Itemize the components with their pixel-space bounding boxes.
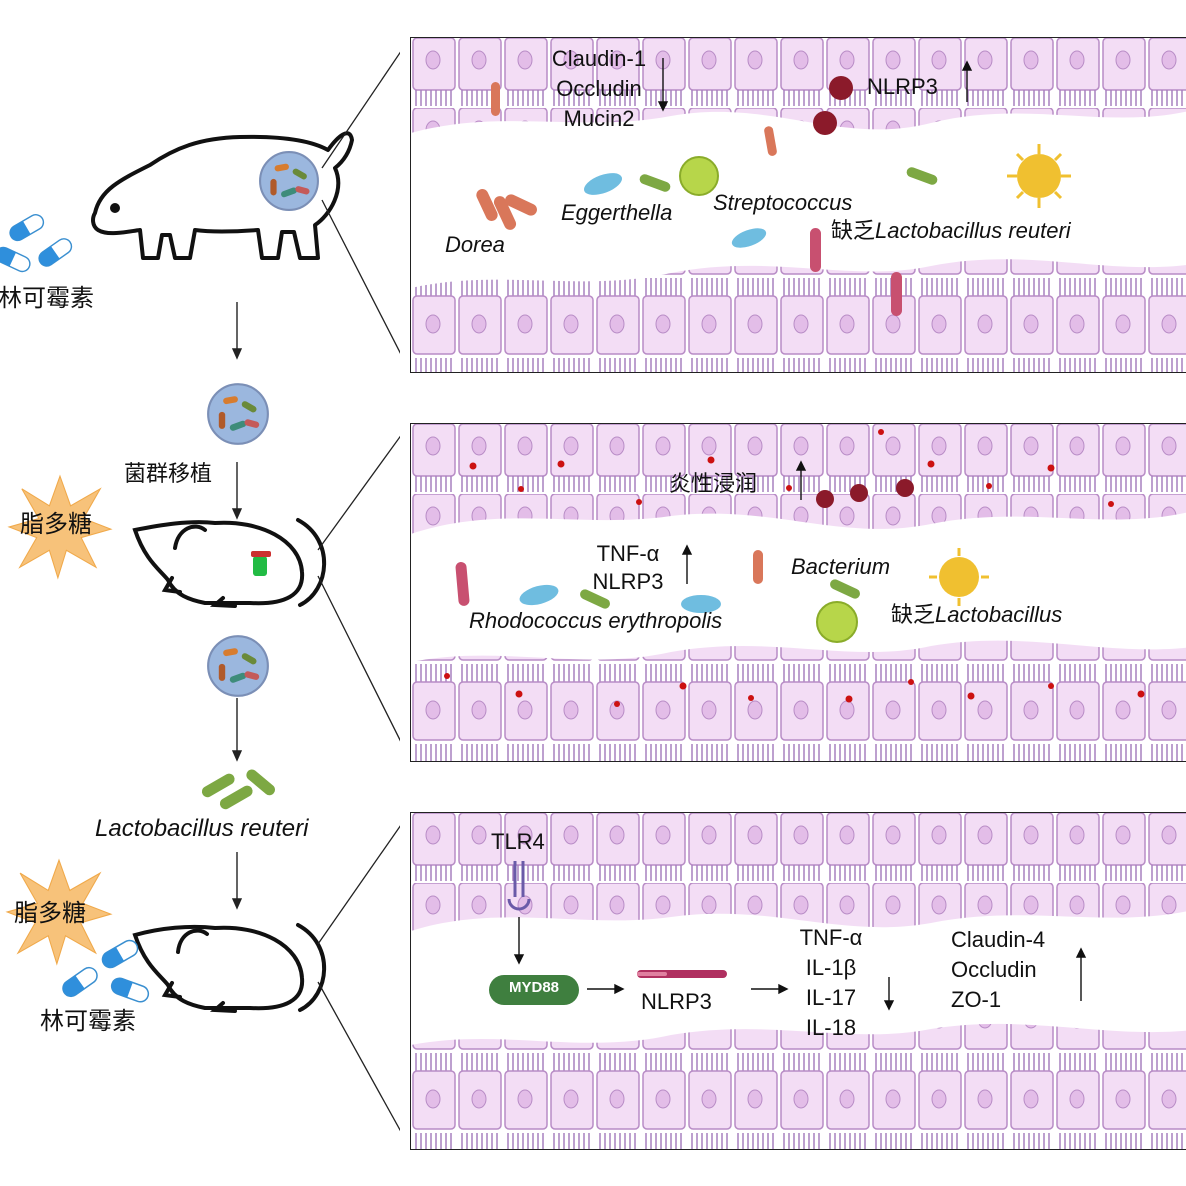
myd88-label: MYD88: [508, 979, 560, 996]
bacterium-icon: [731, 228, 767, 248]
immune-cell-icon: [850, 484, 868, 502]
rod-bacterium-icon: [455, 562, 470, 606]
lactobacillus-label: Lactobacillus reuteri: [95, 815, 309, 842]
immune-cell-icon: [896, 479, 914, 497]
lactobacillus-icon: [201, 769, 275, 810]
bacterium-icon: [580, 589, 610, 609]
pig-icon: [91, 131, 354, 260]
nlrp3-label: NLRP3: [641, 989, 712, 1014]
bacterium-icon: [519, 584, 559, 606]
capsule-icon: [108, 975, 152, 1005]
bacterium-icon: [906, 167, 938, 185]
bacterium-label: Bacterium: [791, 554, 891, 579]
gut-microbiota-icon: [259, 151, 319, 211]
capsule-icon: [98, 936, 142, 972]
left-flow-graphics: [0, 51, 400, 1132]
cytokine-item: IL-17: [805, 985, 857, 1010]
cytokine-list: TNF-α NLRP3: [581, 540, 675, 596]
tj-item: Occludin: [556, 76, 642, 101]
tlr4-receptor-icon: [507, 861, 531, 911]
cytokine-item: NLRP3: [592, 569, 664, 594]
mouse-icon: [132, 518, 327, 608]
tj-item: Occludin: [951, 957, 1037, 982]
streptococcus-icon: [679, 156, 719, 196]
bacterium-icon: [753, 550, 763, 584]
streptococcus-label: Streptococcus: [713, 190, 853, 215]
eggerthella-icon: [583, 173, 623, 195]
intestine-panel-3: TLR4 MYD88 NLRP3 TNF-α IL-1β IL-17 IL-18…: [410, 812, 1186, 1150]
lactobacillus-rod-icon: [891, 272, 902, 316]
cytokine-item: TNF-α: [799, 925, 863, 950]
eggerthella-label: Eggerthella: [561, 200, 673, 225]
tj-item: Claudin-4: [951, 927, 1046, 952]
tight-junction-list: Claudin-4 Occludin ZO-1: [951, 925, 1045, 1015]
drug-label-top: 林可霉素: [0, 284, 94, 312]
lps-label-bottom: 脂多糖: [14, 899, 86, 927]
epithelium-graphics: [411, 424, 1186, 761]
capsule-icon: [6, 211, 47, 244]
cytokine-list: TNF-α IL-1β IL-17 IL-18: [781, 923, 881, 1043]
microbiota-icon: [207, 635, 269, 697]
drug-label-bottom: 林可霉素: [40, 1007, 136, 1035]
bacterium-icon: [639, 174, 671, 192]
tight-junction-list: Claudin-1 Occludin Mucin2: [529, 44, 669, 134]
microbiota-transplant-icon: [207, 383, 269, 445]
mouse-icon: [132, 923, 327, 1013]
tj-item: ZO-1: [951, 987, 1002, 1012]
epithelium-graphics: [411, 813, 1186, 1149]
transplant-label: 菌群移植: [124, 462, 213, 487]
tlr4-label: TLR4: [491, 829, 545, 854]
cytokine-item: IL-18: [805, 1015, 857, 1040]
immune-cell-icon: [829, 76, 853, 100]
bacterium-icon: [681, 595, 721, 613]
lack-label: 缺乏Lactobacillus reuteri: [831, 218, 1071, 244]
virus-icon: [929, 548, 989, 606]
virus-icon: [1007, 144, 1071, 208]
capsule-icon: [35, 235, 76, 270]
nlrp3-protein-icon: [637, 970, 727, 978]
rod-bacterium-icon: [764, 126, 777, 156]
rhodococcus-label: Rhodococcus erythropolis: [469, 608, 723, 633]
lps-label-mid: 脂多糖: [20, 510, 92, 538]
intestine-panel-1: Claudin-1 Occludin Mucin2 NLRP3 Dorea Eg…: [410, 37, 1186, 373]
coccus-icon: [816, 601, 858, 643]
tj-item: Claudin-1: [551, 46, 647, 71]
lack-label: 缺乏Lactobacillus: [891, 602, 1063, 628]
immune-cell-icon: [813, 111, 837, 135]
epithelium-graphics: [411, 38, 1186, 372]
nlrp3-label: NLRP3: [867, 74, 938, 99]
bacterium-icon: [830, 579, 860, 599]
dorea-label: Dorea: [445, 232, 505, 257]
intestine-panel-2: 炎性浸润 TNF-α NLRP3 Bacterium Rhodococcus e…: [410, 423, 1186, 762]
inflammatory-dots: [444, 429, 1145, 707]
cytokine-item: TNF-α: [596, 541, 660, 566]
rod-bacterium-icon: [491, 82, 500, 116]
lactobacillus-rod-icon: [810, 228, 821, 272]
mouse-gut-icon: [251, 551, 271, 576]
myd88-badge: [489, 975, 579, 1005]
inflammatory-infiltration-label: 炎性浸润: [669, 472, 758, 497]
tj-item: Mucin2: [563, 106, 635, 131]
immune-cell-icon: [816, 490, 834, 508]
capsule-icon: [0, 244, 34, 275]
dorea-icon: [476, 189, 537, 230]
capsule-icon: [59, 963, 101, 1001]
cytokine-item: IL-1β: [805, 955, 857, 980]
